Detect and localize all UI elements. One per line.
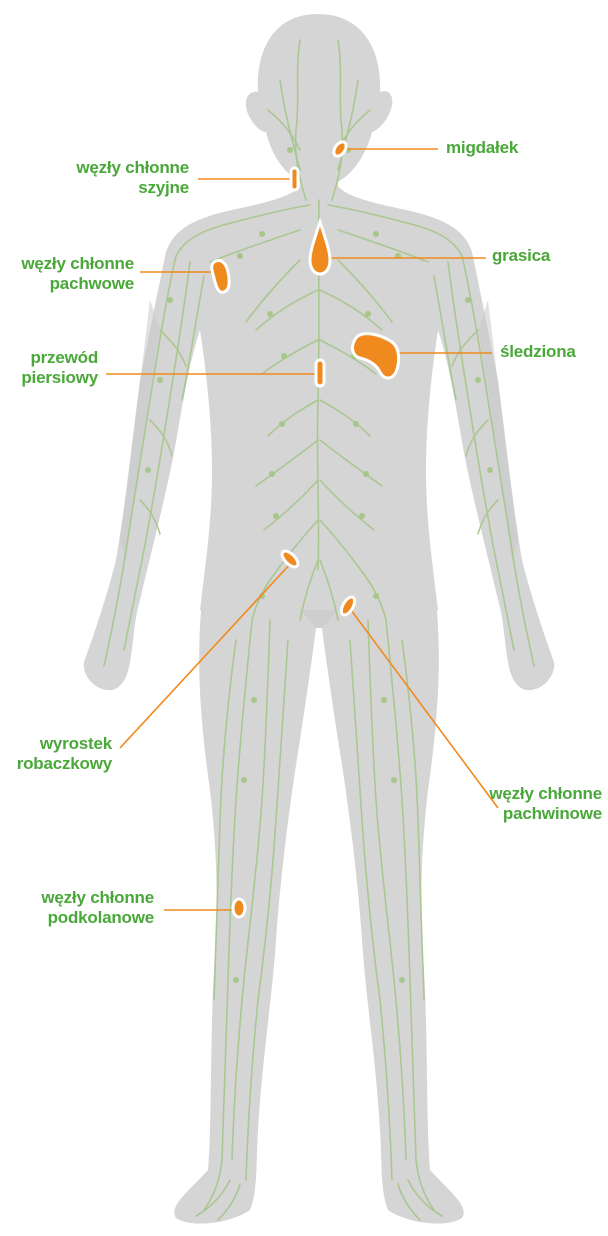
label-thoracic-duct-line2: piersiowy — [21, 368, 98, 388]
label-cervical-line1: węzły chłonne — [76, 158, 189, 178]
label-spleen-text: śledziona — [500, 342, 576, 362]
label-thoracic-duct: przewód piersiowy — [21, 348, 98, 388]
label-thymus: grasica — [492, 246, 550, 266]
label-cervical-line2: szyjne — [76, 178, 189, 198]
label-inguinal: węzły chłonne pachwinowe — [489, 784, 602, 824]
label-appendix-line1: wyrostek — [17, 734, 112, 754]
label-appendix: wyrostek robaczkowy — [17, 734, 112, 774]
label-popliteal: węzły chłonne podkolanowe — [41, 888, 154, 928]
label-cervical: węzły chłonne szyjne — [76, 158, 189, 198]
label-popliteal-line1: węzły chłonne — [41, 888, 154, 908]
label-inguinal-line2: pachwinowe — [489, 804, 602, 824]
label-axillary-line1: węzły chłonne — [21, 254, 134, 274]
head — [246, 14, 393, 196]
lymphatic-vessels — [104, 40, 534, 1220]
label-thoracic-duct-line1: przewód — [21, 348, 98, 368]
label-tonsil-text: migdałek — [446, 138, 518, 158]
label-spleen: śledziona — [500, 342, 576, 362]
label-popliteal-line2: podkolanowe — [41, 908, 154, 928]
label-appendix-line2: robaczkowy — [17, 754, 112, 774]
label-tonsil: migdałek — [446, 138, 518, 158]
popliteal-node — [233, 899, 245, 917]
label-axillary-line2: pachwowe — [21, 274, 134, 294]
thoracic-duct-node — [316, 360, 324, 386]
label-inguinal-line1: węzły chłonne — [489, 784, 602, 804]
label-thymus-text: grasica — [492, 246, 550, 266]
cervical-node — [291, 168, 298, 190]
label-axillary: węzły chłonne pachwowe — [21, 254, 134, 294]
